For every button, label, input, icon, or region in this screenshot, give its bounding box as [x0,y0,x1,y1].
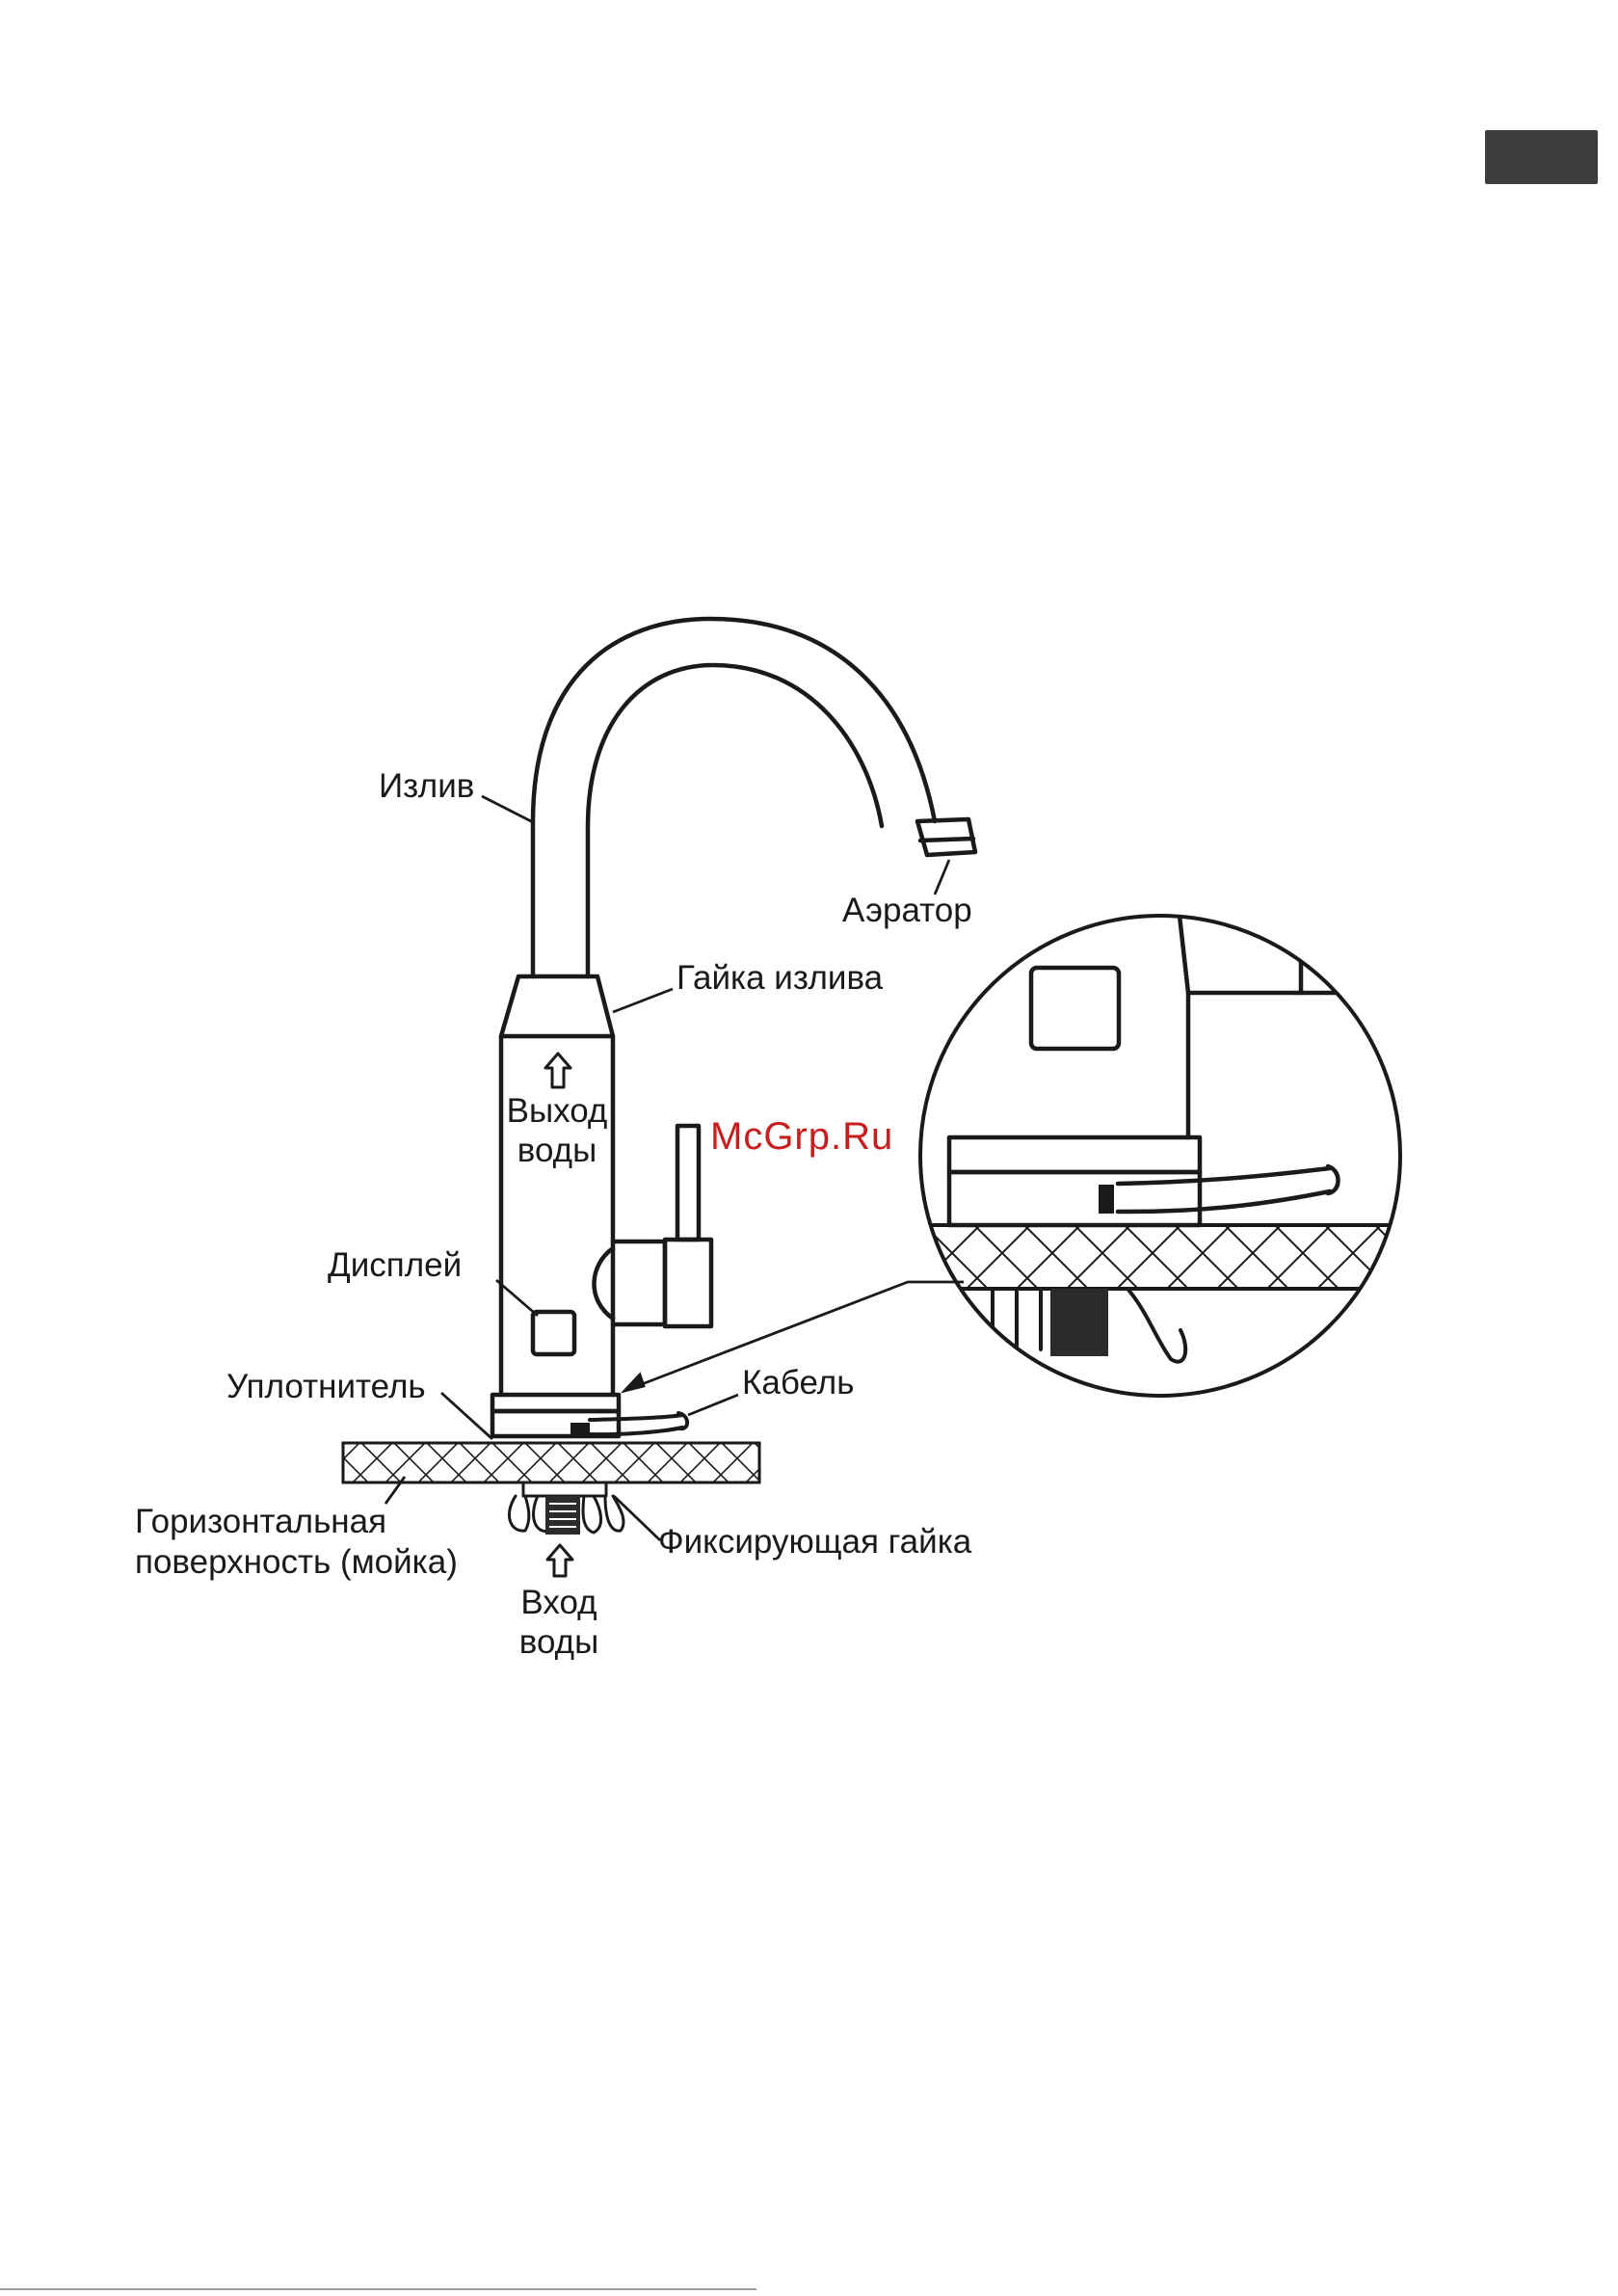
label-water-out-2: воды [517,1132,597,1169]
detail-zoom-view [920,819,1402,1396]
arrow-up-outline-icon [545,1054,570,1087]
label-water-in: Вход [520,1584,597,1621]
label-fixing-nut: Фиксирующая гайка [658,1523,972,1561]
label-surface-2: поверхность (мойка) [135,1543,458,1581]
fixing-nut [509,1482,623,1535]
label-surface: Горизонтальная [135,1503,386,1540]
label-spout: Излив [379,767,474,805]
aerator [917,819,975,855]
label-cable: Кабель [742,1364,854,1402]
label-aerator: Аэратор [842,892,972,929]
label-water-out: Выход [507,1092,608,1130]
label-seal: Уплотнитель [226,1368,426,1405]
display-window [533,1312,574,1354]
bottom-rule [0,2288,756,2290]
spout-nut [501,976,613,1036]
label-spout-nut: Гайка излива [676,959,884,997]
label-water-in-2: воды [519,1623,598,1661]
label-display: Дисплей [328,1246,462,1284]
sink-surface [343,1443,759,1482]
watermark: McGrp.Ru [710,1115,893,1158]
arrow-up-outline-icon [547,1545,572,1576]
